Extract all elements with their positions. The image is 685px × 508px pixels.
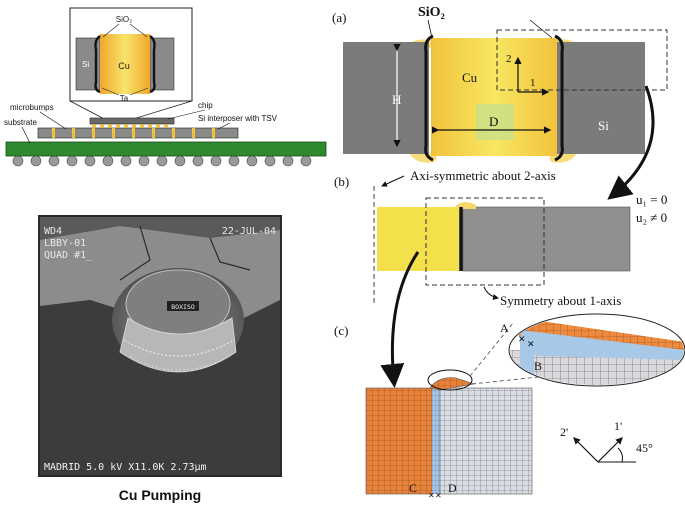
inset-si-label: Si — [82, 60, 89, 69]
sem-scale-readout: MADRID 5.0 kV X11.0K 2.73μm — [44, 462, 207, 473]
panel-a-si-label: Si — [598, 118, 609, 133]
panel-a-d-label: D — [489, 114, 498, 129]
sem-micrograph: WD4 LBBY-01 QUAD #1_ 22-JUL-04 BOXISO MA… — [38, 215, 282, 503]
inset-liner-left — [94, 35, 101, 94]
chip-label: chip — [198, 101, 213, 110]
substrate-board — [5, 141, 327, 157]
panel-c-rotated-axes: 2' 1' 45° — [560, 419, 653, 463]
panel-c-liner-mesh — [432, 388, 440, 494]
panel-c-zoom-ellipse: A ✕ ✕ B — [500, 313, 685, 387]
panel-b-si-region — [462, 206, 631, 272]
panel-b-label: (b) — [334, 174, 349, 189]
sem-caption: Cu Pumping — [119, 487, 201, 503]
panel-a-h-label: H — [392, 92, 401, 107]
panel-a-cu-label: Cu — [462, 70, 478, 85]
panel-b-bc-u2: u₂ ≠ 0 — [636, 210, 667, 225]
sem-meta-line-3: QUAD #1_ — [44, 250, 93, 261]
interposer-block — [37, 127, 239, 139]
panel-c-point-b: B — [534, 359, 542, 373]
sem-meta-line-1: WD4 — [44, 226, 62, 237]
inset-cu-fill — [100, 34, 150, 94]
tsv-inset: SiO₂ Si Cu Ta — [69, 7, 193, 103]
panel-b-cu-region — [377, 207, 459, 271]
panel-c-axis-1p: 1' — [614, 419, 622, 433]
panel-c: (c) A ✕ ✕ B C ✕ ✕ D — [334, 313, 685, 500]
panel-c-point-d-marker: ✕ — [435, 491, 442, 500]
solder-ball-row — [12, 155, 312, 167]
panel-c-cu-mesh — [365, 387, 433, 495]
panel-c-point-a: A — [500, 321, 509, 335]
panel-a-liner-left — [424, 34, 434, 162]
panel-a-sio2-label: SiO₂ — [418, 5, 445, 20]
inset-sio2-label: SiO₂ — [116, 15, 132, 24]
panel-c-point-b-marker: ✕ — [527, 339, 535, 349]
panel-b: (b) Axi-symmetric about 2-axis u₁ = 0 u₂… — [334, 168, 667, 388]
panel-a-crop-box — [496, 29, 668, 91]
panel-a-axis-2-label: 2 — [506, 53, 512, 65]
inset-ta-label: Ta — [120, 94, 129, 103]
microbump-row — [92, 124, 168, 128]
inset-cu-label: Cu — [118, 61, 130, 71]
substrate-label: substrate — [4, 118, 37, 127]
panel-c-point-c-marker: ✕ — [428, 491, 435, 500]
panel-c-point-a-marker: ✕ — [518, 334, 526, 344]
panel-b-bc-u1: u₁ = 0 — [636, 192, 667, 207]
panel-a-si-left — [343, 42, 429, 154]
interposer-label: Si interposer with TSV — [198, 114, 278, 123]
panel-a-label: (a) — [332, 10, 346, 25]
chip-block — [89, 117, 175, 125]
panel-c-si-mesh — [439, 387, 533, 495]
panel-a-axis-1-label: 1 — [530, 77, 536, 89]
tsv-package-schematic: SiO₂ Si Cu Ta — [4, 7, 327, 167]
panel-a-liner-right — [554, 34, 564, 162]
panel-c-point-d: D — [448, 481, 457, 495]
panel-a: (a) SiO₂ Cu Si H D 2 1 — [332, 5, 668, 200]
sem-tag: BOXISO — [171, 303, 195, 311]
panel-c-label: (c) — [334, 323, 348, 338]
panel-b-axisym-note: Axi-symmetric about 2-axis — [410, 168, 556, 183]
sem-meta-line-2: LBBY-01 — [44, 238, 86, 249]
panel-a-si-right — [557, 42, 645, 154]
interposer-tsv-columns — [52, 128, 215, 138]
panel-a-to-b-arrow — [607, 85, 655, 200]
inset-liner-right — [149, 35, 156, 94]
panel-c-axis-2p: 2' — [560, 425, 568, 439]
microbumps-label: microbumps — [10, 103, 54, 112]
panel-b-to-c-arrow — [380, 251, 420, 388]
panel-b-crop-box — [425, 197, 545, 286]
sem-date: 22-JUL-04 — [222, 226, 276, 237]
panel-b-sym-note: Symmetry about 1-axis — [500, 293, 621, 308]
panel-c-angle: 45° — [636, 441, 653, 455]
panel-c-point-c: C — [409, 481, 417, 495]
